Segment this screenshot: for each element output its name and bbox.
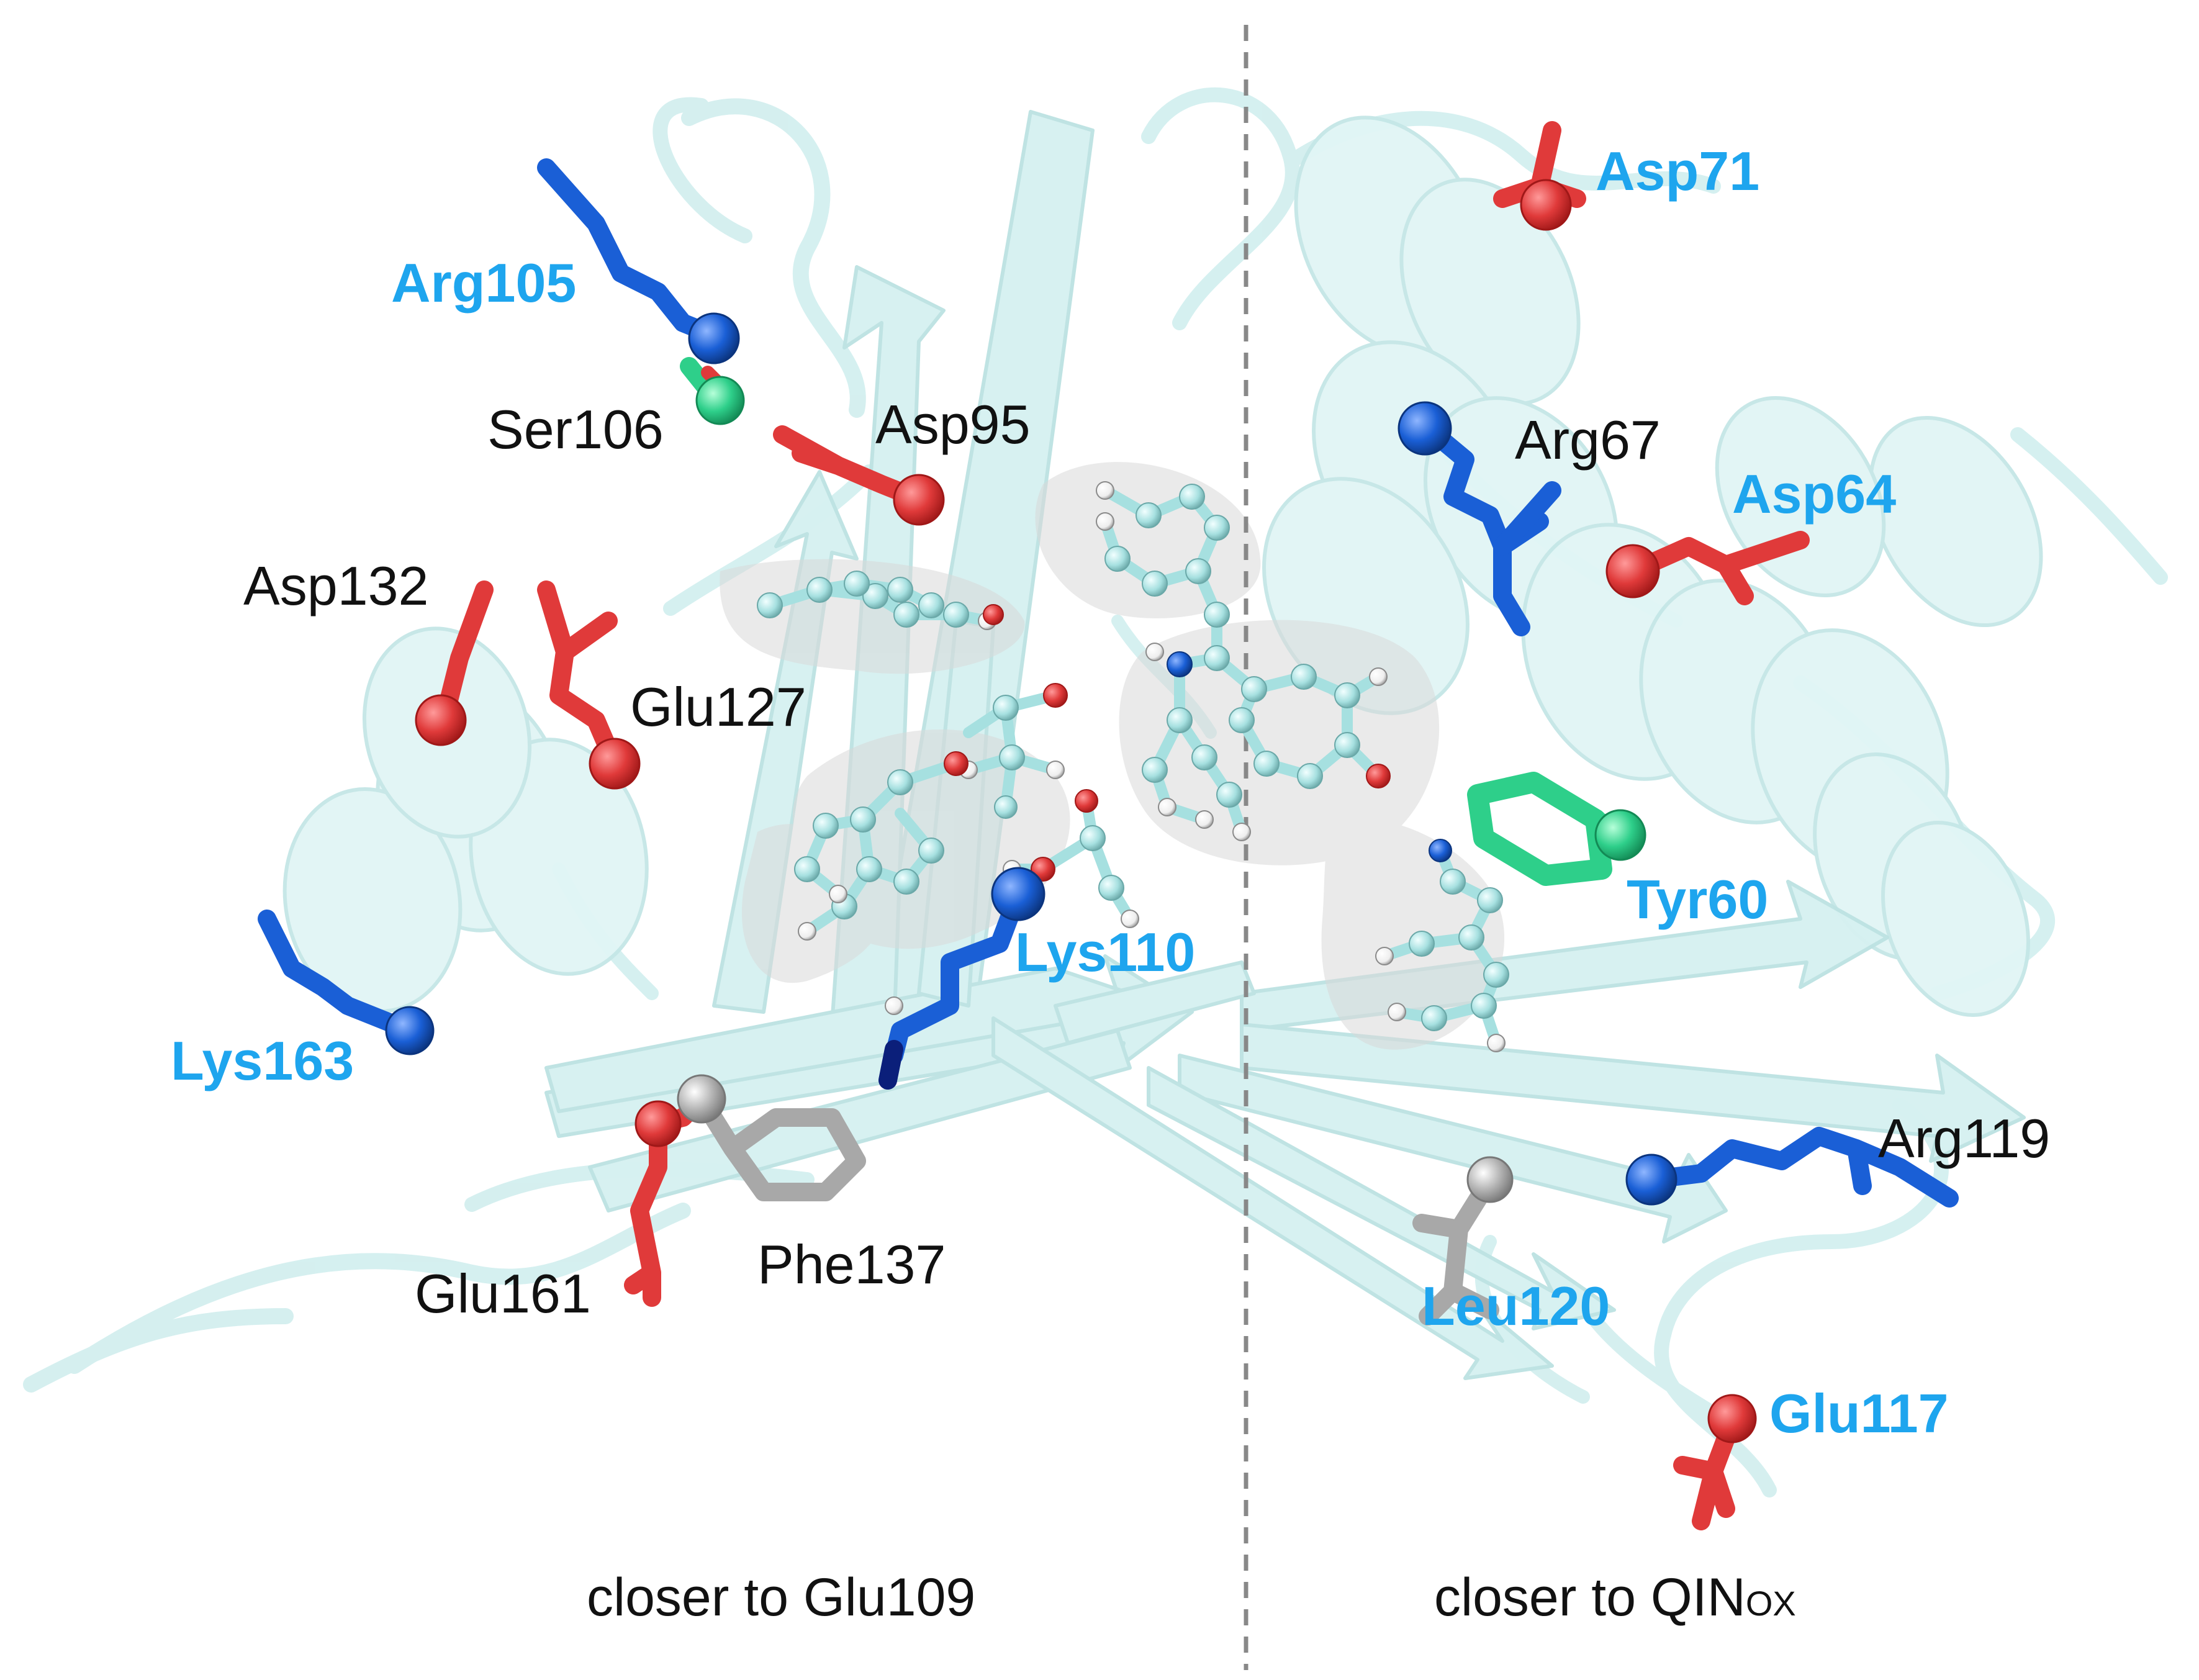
- label-arg119: Arg119: [1878, 1108, 2051, 1169]
- label-arg67: Arg67: [1515, 409, 1661, 471]
- label-glu127: Glu127: [630, 676, 806, 738]
- label-leu120: Leu120: [1422, 1275, 1610, 1337]
- label-arg105: Arg105: [391, 252, 577, 314]
- label-ser106: Ser106: [487, 399, 664, 460]
- label-tyr60: Tyr60: [1627, 869, 1769, 930]
- label-asp95: Asp95: [875, 394, 1031, 455]
- label-asp64: Asp64: [1732, 463, 1897, 525]
- residue-spheres: [385, 179, 1757, 1443]
- caption-right-subscript: OX: [1745, 1584, 1796, 1623]
- caption-left: closer to Glu109: [587, 1568, 976, 1627]
- label-phe137: Phe137: [757, 1234, 946, 1295]
- label-asp71: Asp71: [1596, 140, 1760, 202]
- ligand-atoms: [757, 481, 1509, 1052]
- label-lys163: Lys163: [171, 1030, 354, 1091]
- label-asp132: Asp132: [243, 555, 429, 616]
- label-glu117: Glu117: [1769, 1383, 1949, 1444]
- caption-right-main: closer to QIN: [1434, 1568, 1746, 1627]
- label-glu161: Glu161: [415, 1263, 591, 1324]
- label-lys110: Lys110: [1015, 921, 1196, 983]
- caption-right: closer to QINOX: [1434, 1571, 1796, 1624]
